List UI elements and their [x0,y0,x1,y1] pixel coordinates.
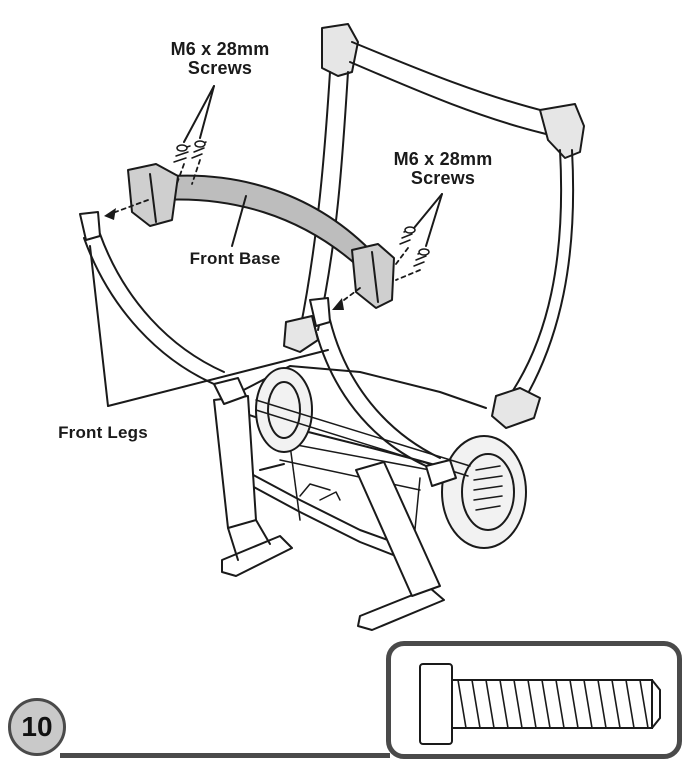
screw-icon [173,140,207,163]
screws-label-right: M6 x 28mm Screws [378,150,508,188]
screw-icon [399,226,430,267]
seat-base [213,365,527,631]
front-base [127,163,395,309]
screws-size-text: M6 x 28mm [393,149,493,169]
footer-divider [60,753,390,758]
arrow-icon [332,298,344,310]
front-legs [79,211,457,487]
back-frame [283,23,585,429]
front-legs-label: Front Legs [58,423,148,442]
screws-word-text: Screws [410,167,476,188]
screws-size-text: M6 x 28mm [170,39,270,59]
leader-lines [89,85,443,407]
screws-label-top: M6 x 28mm Screws [160,40,280,78]
screws-word-text: Screws [187,57,253,78]
screw-icon [419,663,661,745]
arrow-icon [104,208,116,220]
step-number-badge: 10 [8,698,66,756]
front-base-label: Front Base [189,249,281,268]
